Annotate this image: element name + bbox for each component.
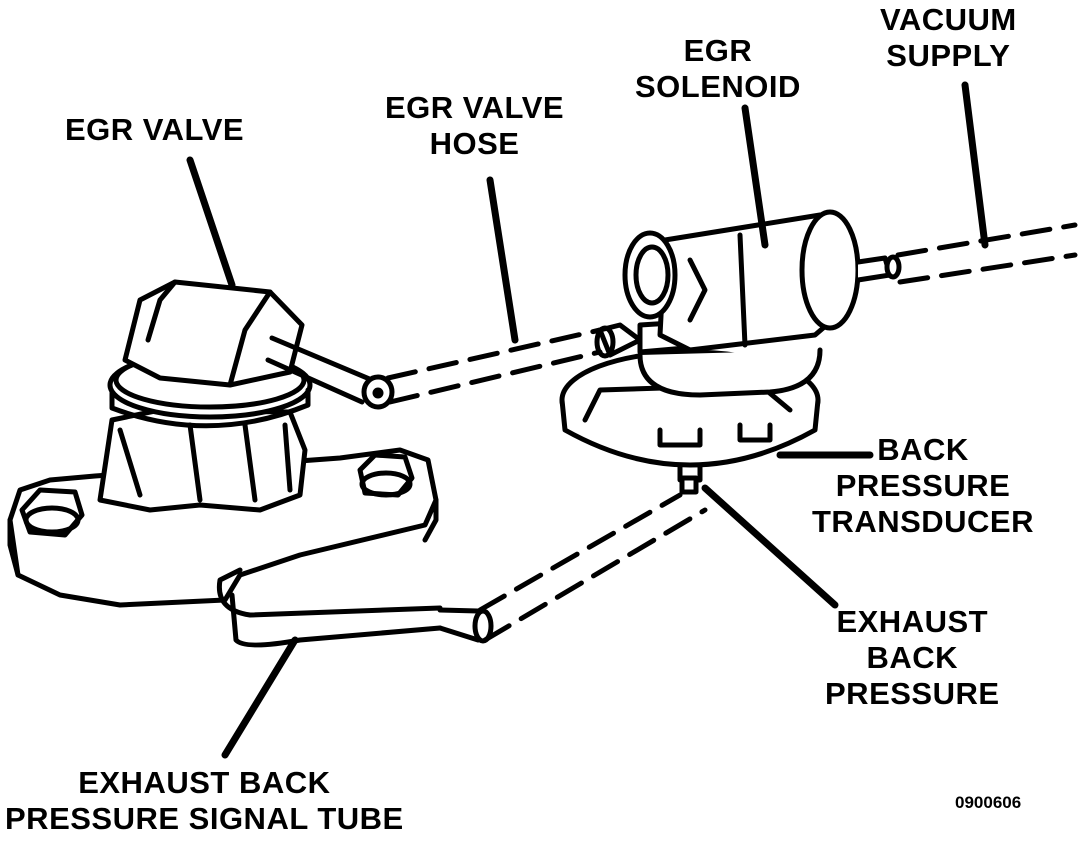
- label-back-pressure-transducer-line-2: PRESSURE: [835, 468, 1011, 503]
- egr-valve-illustration: [7, 279, 439, 608]
- label-back-pressure-transducer-line-1: BACK: [877, 432, 969, 467]
- label-egr-solenoid-line-2: SOLENOID: [635, 69, 801, 104]
- label-egr-valve: EGR VALVE: [65, 112, 244, 148]
- leader-lines: [186, 81, 989, 759]
- label-back-pressure-transducer: BACK PRESSURE TRANSDUCER: [812, 432, 1034, 540]
- label-vacuum-supply-line-2: SUPPLY: [886, 38, 1011, 73]
- label-vacuum-supply: VACUUM SUPPLY: [880, 2, 1017, 74]
- label-signal-tube-line-2: PRESSURE SIGNAL TUBE: [5, 801, 404, 836]
- label-exhaust-back-pressure: EXHAUST BACK PRESSURE: [825, 604, 1000, 712]
- label-egr-solenoid-line-1: EGR: [683, 33, 753, 68]
- label-signal-tube-line-1: EXHAUST BACK: [78, 765, 331, 800]
- label-egr-valve-hose: EGR VALVE HOSE: [385, 90, 564, 162]
- signal-tube-illustration: [216, 567, 494, 648]
- label-egr-valve-hose-line-2: HOSE: [429, 126, 520, 161]
- figure-id: 0900606: [955, 793, 1022, 812]
- label-egr-valve-line-1: EGR VALVE: [65, 112, 245, 147]
- label-back-pressure-transducer-line-3: TRANSDUCER: [812, 504, 1034, 539]
- label-exhaust-back-pressure-signal-tube: EXHAUST BACK PRESSURE SIGNAL TUBE: [5, 765, 404, 837]
- label-egr-valve-hose-line-1: EGR VALVE: [385, 90, 565, 125]
- label-exhaust-back-pressure-line-2: BACK: [866, 640, 959, 675]
- label-exhaust-back-pressure-line-1: EXHAUST: [836, 604, 989, 639]
- label-egr-solenoid: EGR SOLENOID: [635, 33, 801, 105]
- egr-solenoid-illustration: [622, 209, 902, 353]
- label-vacuum-supply-line-1: VACUUM: [880, 2, 1017, 37]
- label-exhaust-back-pressure-line-3: PRESSURE: [825, 676, 1000, 711]
